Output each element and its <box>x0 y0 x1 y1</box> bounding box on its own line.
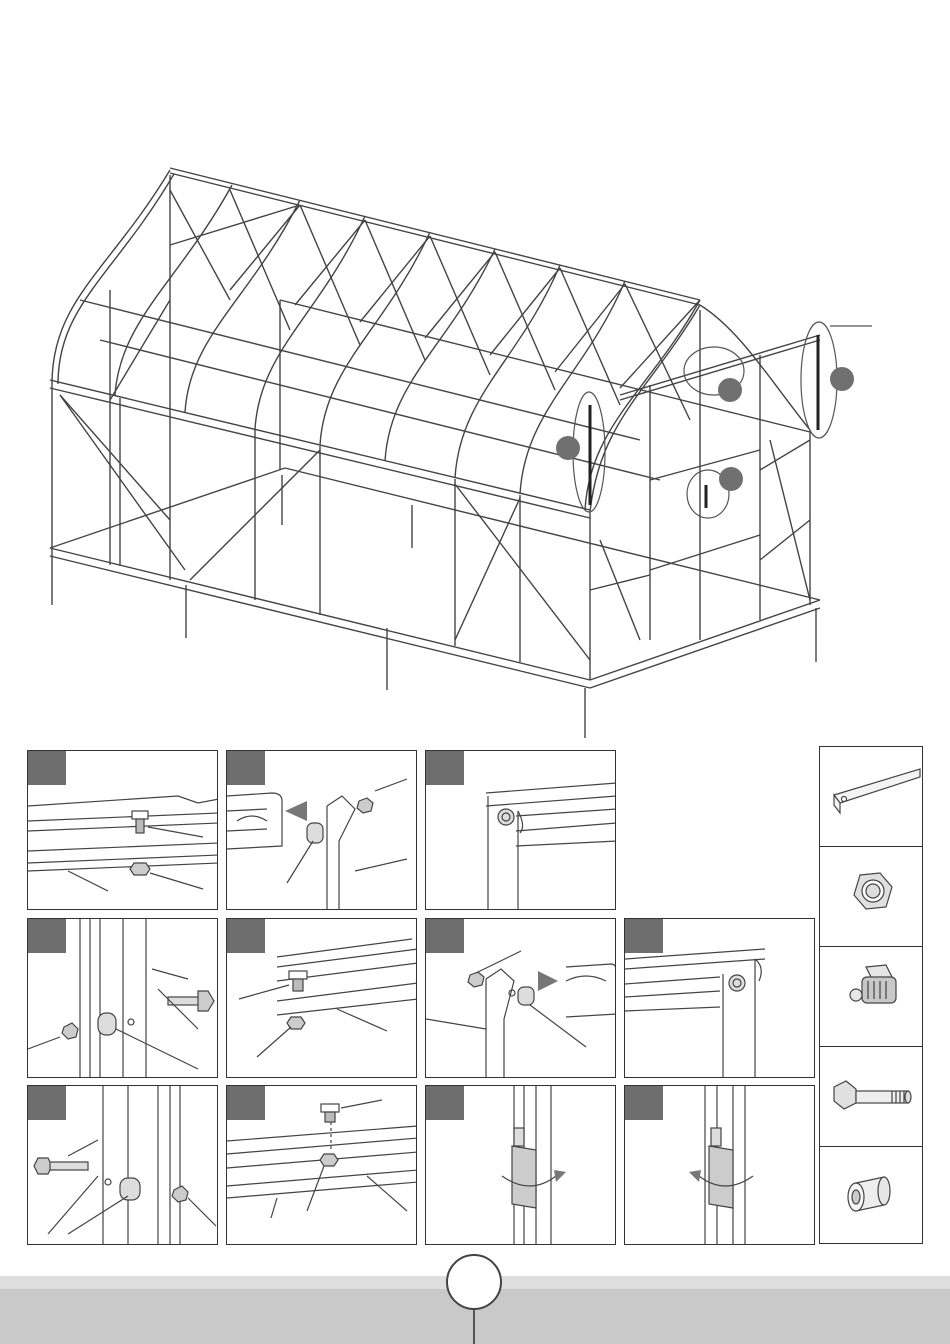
part-hex-nut <box>820 847 922 947</box>
page-number-circle <box>446 1254 502 1310</box>
callout-marker-3 <box>719 467 743 491</box>
hex-bolt-icon <box>820 1047 922 1146</box>
step-7-panel <box>624 918 815 1078</box>
step-11-illustration <box>625 1086 815 1245</box>
step-4-panel <box>27 918 218 1078</box>
step-1-panel <box>27 750 218 910</box>
step-2-illustration <box>227 751 417 910</box>
part-spacer <box>820 1147 922 1244</box>
step-3-panel <box>425 750 616 910</box>
step-9-panel <box>226 1085 417 1245</box>
step-9-illustration <box>227 1086 417 1245</box>
callout-marker-2 <box>718 378 742 402</box>
greenhouse-overview-drawing <box>0 150 950 750</box>
callout-marker-1 <box>556 436 580 460</box>
part-hex-bolt <box>820 1047 922 1147</box>
hex-nut-icon <box>820 847 922 946</box>
part-angle-bar <box>820 747 922 847</box>
step-10-panel <box>425 1085 616 1245</box>
step-1-illustration <box>28 751 218 910</box>
step-5-panel <box>226 918 417 1078</box>
step-2-panel <box>226 750 417 910</box>
part-t-bolt <box>820 947 922 1047</box>
step-5-illustration <box>227 919 417 1078</box>
step-11-panel <box>624 1085 815 1245</box>
angle-bar-icon <box>820 747 922 846</box>
step-3-illustration <box>426 751 616 910</box>
step-6-panel <box>425 918 616 1078</box>
step-8-panel <box>27 1085 218 1245</box>
step-6-illustration <box>426 919 616 1078</box>
step-4-illustration <box>28 919 218 1078</box>
parts-legend <box>819 746 923 1244</box>
step-10-illustration <box>426 1086 616 1245</box>
page-number-stem <box>473 1310 475 1344</box>
step-7-illustration <box>625 919 815 1078</box>
step-8-illustration <box>28 1086 218 1245</box>
t-bolt-icon <box>820 947 922 1046</box>
callout-marker-4 <box>830 367 854 391</box>
spacer-icon <box>820 1147 922 1244</box>
